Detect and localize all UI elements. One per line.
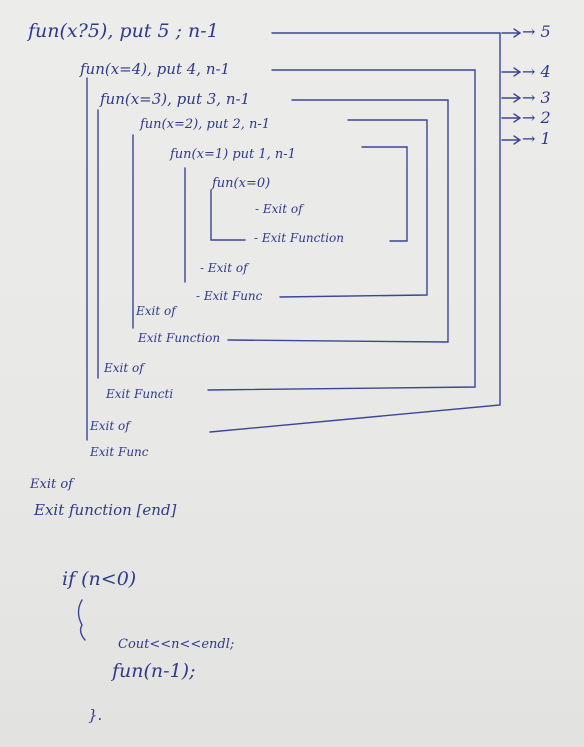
exit-if-4: Exit of <box>104 361 144 375</box>
code-if-line: if (n<0) <box>62 568 137 590</box>
arrow-label-4: → 4 <box>522 62 551 81</box>
exit-if-1: - Exit of <box>255 202 303 216</box>
call-line-2: fun(x=2), put 2, n-1 <box>140 117 271 132</box>
base-call: fun(x=0) <box>212 176 271 191</box>
exit-function-6: Exit function [end] <box>34 501 177 519</box>
exit-function-1: - Exit Function <box>254 231 344 245</box>
call-line-4: fun(x=4), put 4, n-1 <box>80 60 231 78</box>
box-level-5 <box>209 32 501 433</box>
exit-function-3: Exit Function <box>138 331 221 345</box>
exit-function-2: - Exit Func <box>196 289 263 303</box>
box-level-4 <box>207 69 476 391</box>
code-call-line: fun(n-1); <box>112 660 196 682</box>
exit-function-4: Exit Functi <box>106 387 174 401</box>
box-level-2 <box>279 119 428 298</box>
code-cout-line: Cout<<n<<endl; <box>118 637 235 652</box>
arrow-label-5: → 5 <box>522 22 551 41</box>
exit-if-5: Exit of <box>90 419 130 433</box>
exit-if-2: - Exit of <box>200 261 248 275</box>
exit-if-6: Exit of <box>30 477 73 492</box>
call-line-3: fun(x=3), put 3, n-1 <box>100 90 251 108</box>
call-line-1: fun(x=1) put 1, n-1 <box>170 147 296 162</box>
arrow-label-2: → 2 <box>522 108 551 127</box>
call-line-5: fun(x?5), put 5 ; n-1 <box>28 20 219 42</box>
arrow-label-3: → 3 <box>522 88 551 107</box>
arrow-label-1: → 1 <box>522 129 551 148</box>
box-level-3 <box>227 99 449 343</box>
exit-function-5: Exit Func <box>90 445 149 459</box>
code-close-brace: }. <box>88 706 103 724</box>
exit-if-3: Exit of <box>136 304 176 318</box>
box-level-1 <box>361 146 408 242</box>
